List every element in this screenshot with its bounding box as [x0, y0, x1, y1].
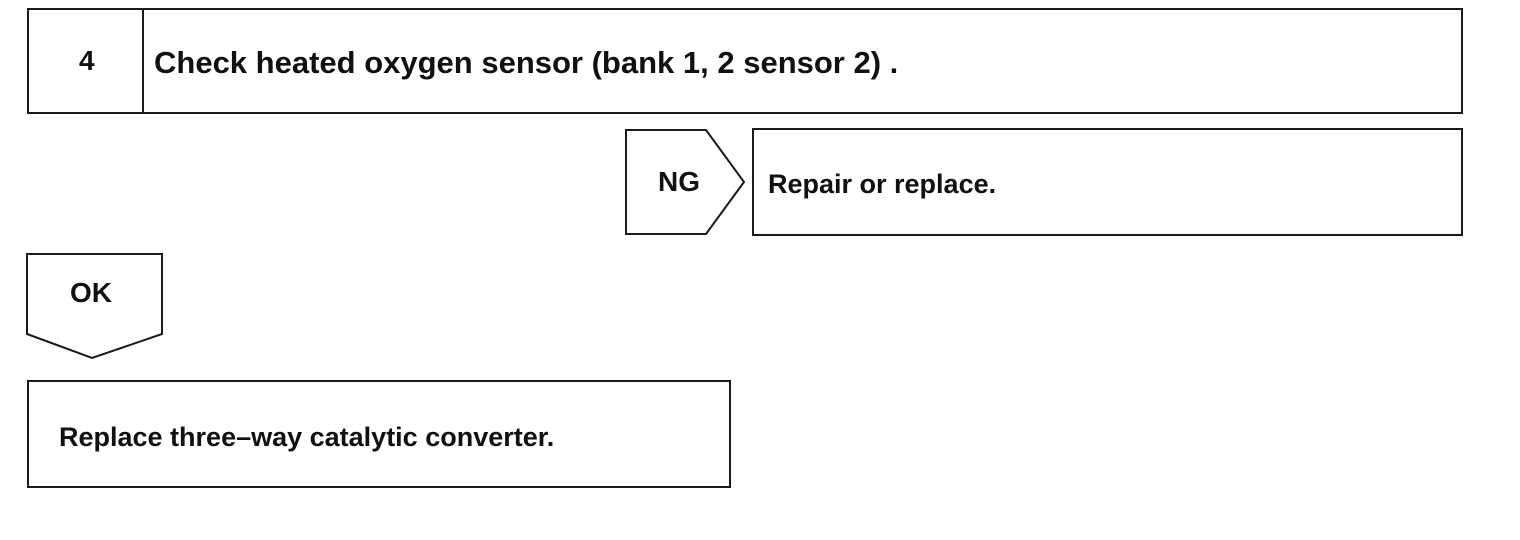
step-title: Check heated oxygen sensor (bank 1, 2 se…: [154, 45, 899, 80]
step-header-box: 4 Check heated oxygen sensor (bank 1, 2 …: [27, 8, 1463, 114]
step-number-cell: [29, 10, 144, 112]
final-step-text: Replace three–way catalytic converter.: [59, 422, 555, 452]
ng-result-text: Repair or replace.: [768, 169, 997, 199]
ng-result-box: Repair or replace.: [752, 128, 1463, 236]
final-step-box: Replace three–way catalytic converter.: [27, 380, 731, 488]
ok-label: OK: [70, 277, 112, 308]
ok-arrow-shape: [26, 253, 163, 360]
ng-label: NG: [658, 166, 700, 197]
step-number: 4: [79, 45, 95, 76]
ng-arrow-shape: [625, 129, 746, 235]
